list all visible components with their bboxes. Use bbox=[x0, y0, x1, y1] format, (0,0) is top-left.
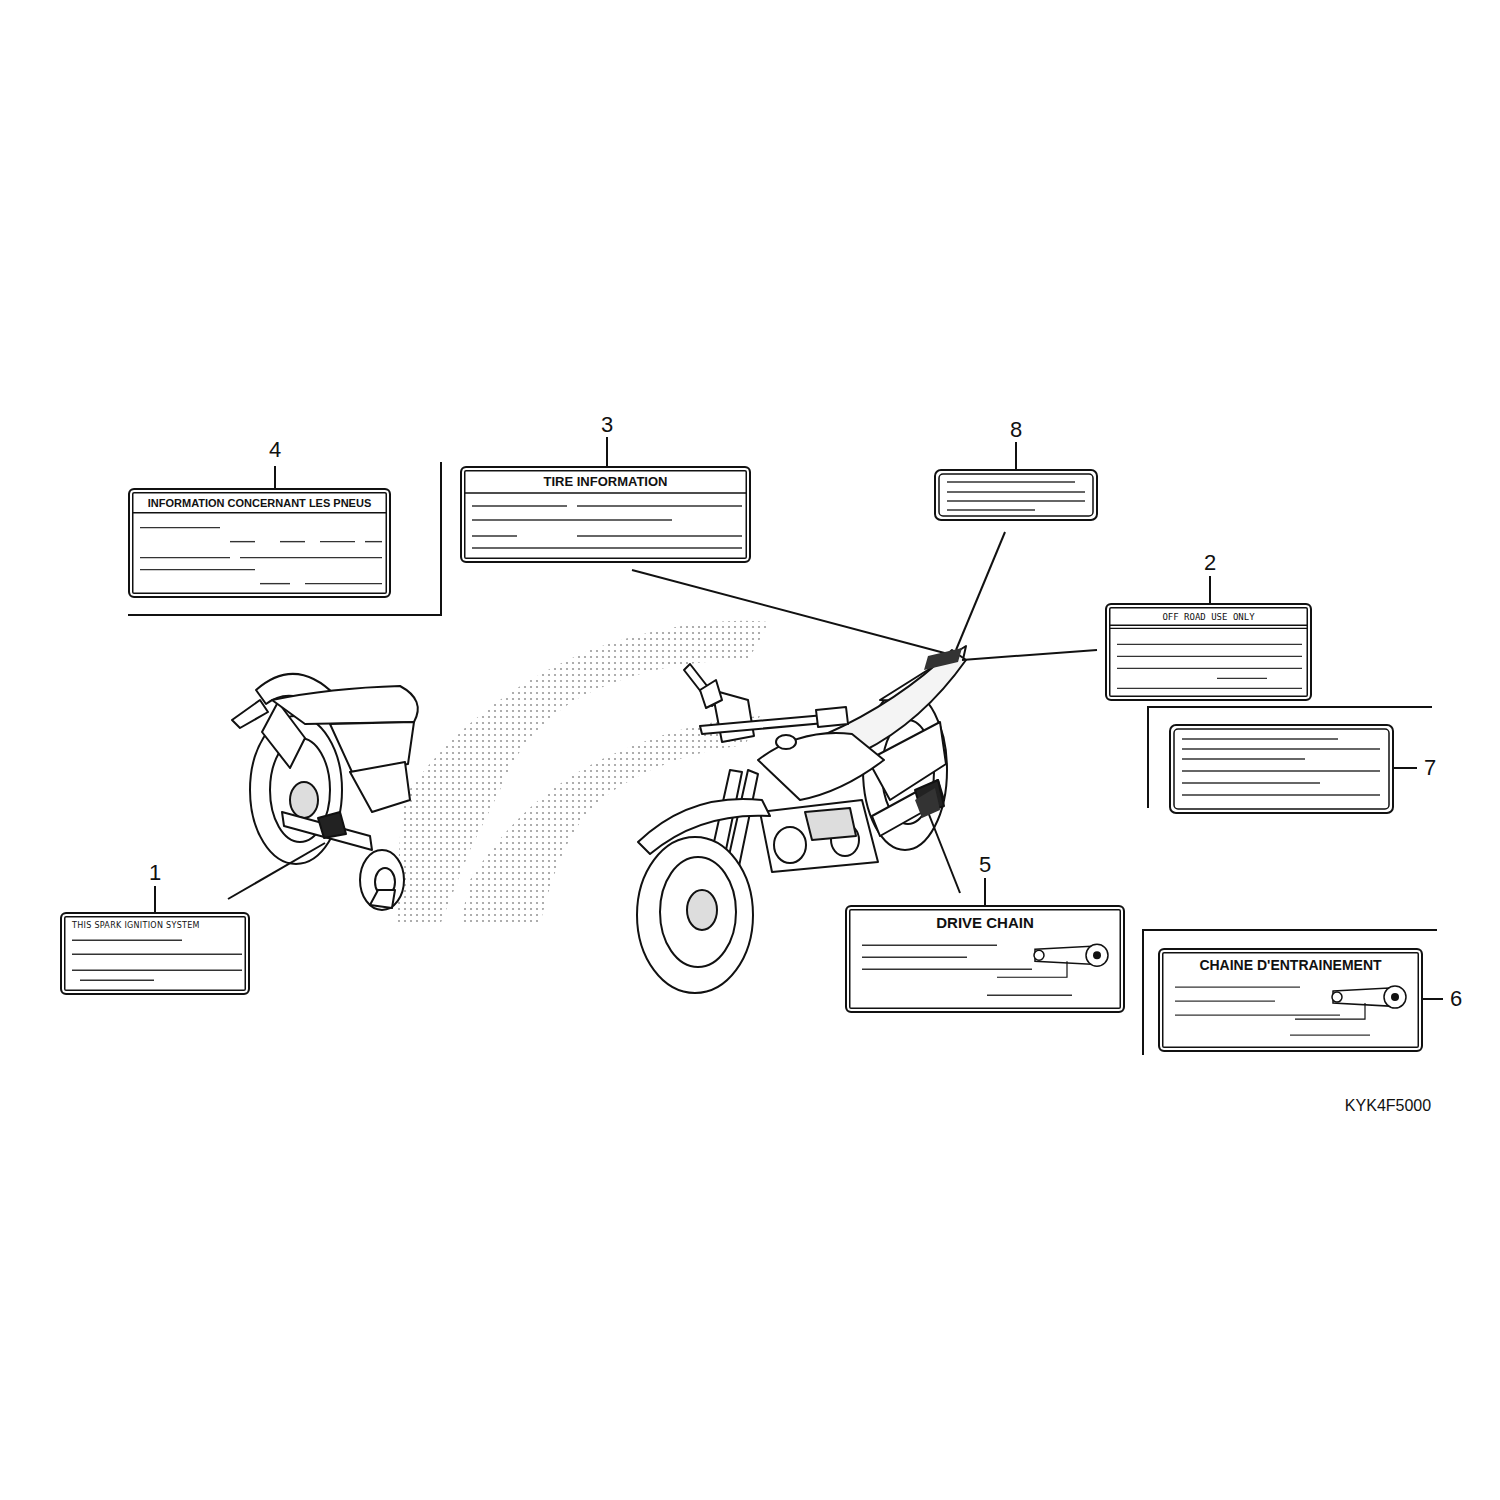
callout-number: 8 bbox=[1010, 419, 1022, 441]
label-position-mark bbox=[924, 648, 962, 670]
label-sticker: TIRE INFORMATION bbox=[460, 466, 751, 563]
leader-line bbox=[956, 532, 1005, 650]
leader-line bbox=[928, 812, 960, 893]
label-position-mark bbox=[915, 788, 940, 818]
leader-line bbox=[962, 650, 1097, 660]
label-heading: TIRE INFORMATION bbox=[544, 475, 668, 490]
label-sticker: INFORMATION CONCERNANT LES PNEUS bbox=[128, 488, 391, 598]
label-heading: CHAINE D'ENTRAINEMENT bbox=[1199, 957, 1381, 973]
leader-line bbox=[154, 886, 156, 912]
label-sticker: THIS SPARK IGNITION SYSTEM bbox=[60, 912, 250, 995]
leader-line bbox=[984, 878, 986, 905]
chain-guard-mark bbox=[318, 812, 346, 838]
callout-number: 1 bbox=[149, 862, 161, 884]
tail bbox=[232, 700, 268, 728]
callout-number: 2 bbox=[1204, 552, 1216, 574]
leader-line bbox=[274, 466, 276, 488]
fork-foot bbox=[370, 890, 395, 908]
grip bbox=[816, 707, 848, 727]
hub bbox=[290, 782, 318, 818]
callout-number: 3 bbox=[601, 414, 613, 436]
frame-cover bbox=[350, 762, 410, 812]
group-bracket bbox=[1148, 707, 1432, 808]
group-bracket bbox=[1143, 930, 1437, 1055]
fuel-tank bbox=[758, 733, 884, 800]
front-wheel bbox=[637, 837, 753, 993]
label-heading: INFORMATION CONCERNANT LES PNEUS bbox=[148, 497, 371, 510]
front-fender bbox=[638, 799, 770, 854]
hub bbox=[687, 890, 717, 930]
leader-line bbox=[228, 843, 325, 899]
callout-number: 7 bbox=[1424, 757, 1436, 779]
leader-line bbox=[606, 437, 608, 466]
label-heading: THIS SPARK IGNITION SYSTEM bbox=[72, 921, 200, 930]
label-heading: DRIVE CHAIN bbox=[936, 914, 1034, 931]
label-plate bbox=[935, 470, 1097, 520]
label-sticker: CHAINE D'ENTRAINEMENT bbox=[1158, 948, 1423, 1052]
fuel-cap bbox=[776, 735, 796, 749]
grip bbox=[700, 680, 722, 708]
rim bbox=[660, 857, 736, 967]
label-heading: OFF ROAD USE ONLY bbox=[1162, 612, 1254, 622]
group-bracket bbox=[128, 462, 441, 615]
engine-cover bbox=[774, 827, 806, 863]
swingarm bbox=[282, 812, 372, 850]
front-wheel bbox=[360, 850, 404, 910]
seat bbox=[272, 686, 418, 724]
callout-number: 6 bbox=[1450, 988, 1462, 1010]
callout-number: 5 bbox=[979, 854, 991, 876]
leader-line bbox=[1393, 767, 1417, 769]
leader-line bbox=[632, 570, 952, 655]
label-plate bbox=[1170, 725, 1393, 813]
label-sticker: DRIVE CHAIN bbox=[845, 905, 1125, 1013]
engine bbox=[760, 800, 878, 872]
label-sticker: OFF ROAD USE ONLY bbox=[1105, 603, 1312, 701]
handlebar bbox=[700, 714, 836, 734]
cylinder bbox=[805, 808, 856, 840]
diagram-code: KYK4F5000 bbox=[1345, 1098, 1431, 1114]
callout-number: 4 bbox=[269, 439, 281, 461]
leader-line bbox=[1015, 442, 1017, 470]
leader-line bbox=[1209, 576, 1211, 603]
leader-line bbox=[1423, 998, 1443, 1000]
